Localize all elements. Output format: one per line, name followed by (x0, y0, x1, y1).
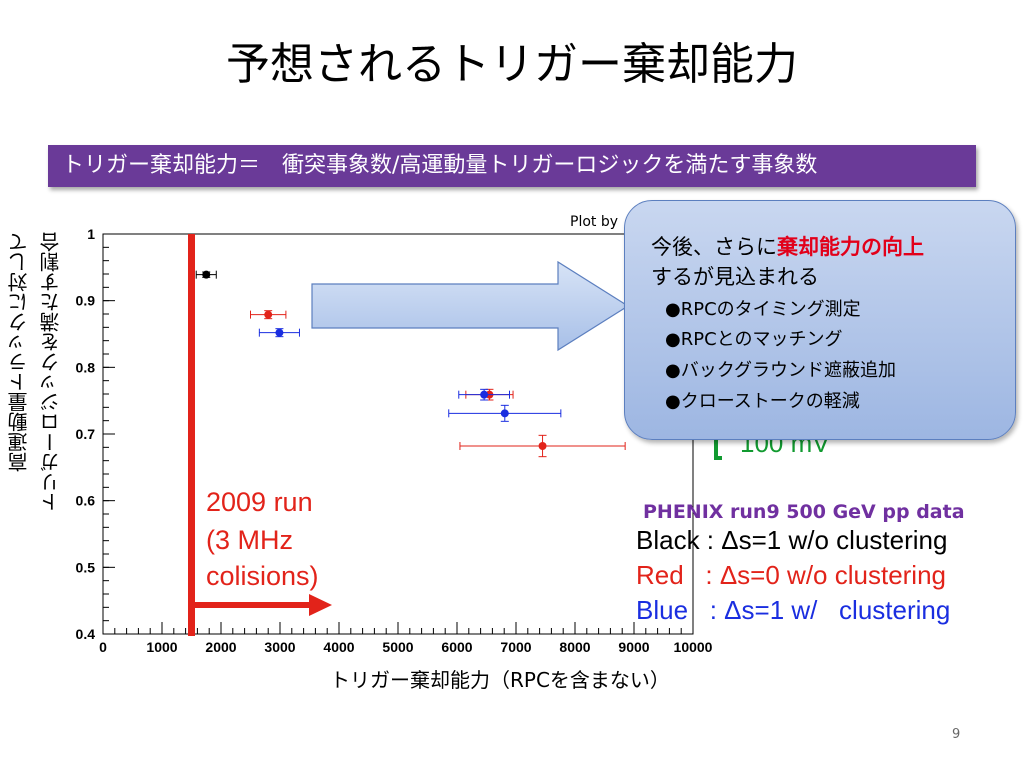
point-marker (500, 409, 509, 418)
x-tick-label: 5000 (382, 639, 413, 655)
x-tick-label: 7000 (500, 639, 531, 655)
improvement-callout: 今後、さらに棄却能力の向上 するが見込まれる ●RPCのタイミング測定 ●RPC… (624, 200, 1016, 440)
x-tick-label: 8000 (559, 639, 590, 655)
callout-line-1-prefix: 今後、さらに (651, 235, 777, 259)
data-point-blue (448, 404, 562, 422)
data-points (195, 270, 626, 458)
y-tick-label: 0.9 (76, 293, 96, 309)
threshold-arrow-head (309, 594, 332, 616)
x-tick-label: 0 (99, 639, 107, 655)
point-marker (275, 328, 284, 337)
run-annotation-line-2: (3 MHz (206, 525, 293, 555)
x-tick-label: 4000 (323, 639, 354, 655)
run-annotation-line-1: 2009 run (206, 487, 313, 517)
legend-entry-black: Black : Δs=1 w/o clustering (636, 525, 948, 555)
legend-entry-blue: Blue : Δs=1 w/ clustering (636, 595, 951, 625)
bracket-mark (714, 428, 722, 460)
data-point-blue (258, 328, 300, 338)
slide-title: 予想されるトリガー棄却能力 (226, 39, 798, 90)
callout-bullet-4: ●クローストークの軽減 (665, 391, 860, 412)
callout-bullet-3: ●バックグラウンド遮蔽追加 (665, 360, 896, 381)
dataset-label: PHENIX run9 500 GeV pp data (643, 501, 965, 523)
y-tick-label: 0.4 (76, 626, 96, 642)
x-tick-label: 3000 (264, 639, 295, 655)
callout-bullet-2: ●RPCとのマッチング (665, 329, 843, 350)
point-marker (202, 270, 211, 279)
point-marker (538, 442, 547, 450)
axis-ticks (102, 233, 694, 635)
y-tick-label: 1 (87, 226, 95, 242)
point-marker (264, 310, 273, 319)
run-annotation-line-3: colisions) (206, 561, 319, 591)
y-tick-label: 0.8 (76, 359, 96, 375)
x-tick-label: 2000 (205, 639, 236, 655)
data-point-black (195, 270, 217, 279)
callout-line-2: するが見込まれる (651, 265, 819, 289)
y-tick-label: 0.7 (76, 426, 96, 442)
callout-highlight: 棄却能力の向上 (777, 235, 924, 259)
data-point-red (459, 434, 626, 458)
definition-banner: トリガー棄却能力＝ 衝突事象数/高運動量トリガーロジックを満たす事象数 (48, 145, 976, 187)
arrow-shape (311, 260, 630, 352)
threshold-marker (188, 234, 332, 636)
x-tick-label: 6000 (441, 639, 472, 655)
y-tick-label: 0.6 (76, 493, 96, 509)
page-number: 9 (952, 727, 961, 742)
y-tick-label: 0.5 (76, 559, 96, 575)
data-point-red (250, 310, 287, 320)
callout-line-1: 今後、さらに棄却能力の向上 (651, 231, 924, 261)
x-tick-label: 10000 (674, 639, 713, 655)
point-marker (480, 390, 489, 399)
plot-by-credit: Plot by (570, 214, 619, 230)
legend-entry-red: Red : Δs=0 w/o clustering (636, 560, 947, 590)
data-point-blue (458, 388, 511, 401)
x-tick-label: 9000 (618, 639, 649, 655)
axis-tick-labels: 0 1000 2000 3000 4000 5000 6000 7000 8000 9000 100… (76, 226, 713, 655)
callout-bullet-1: ●RPCのタイミング測定 (665, 299, 861, 320)
x-axis-label: トリガー棄却能力（RPCを含まない） (330, 668, 670, 692)
x-tick-label: 1000 (146, 639, 177, 655)
